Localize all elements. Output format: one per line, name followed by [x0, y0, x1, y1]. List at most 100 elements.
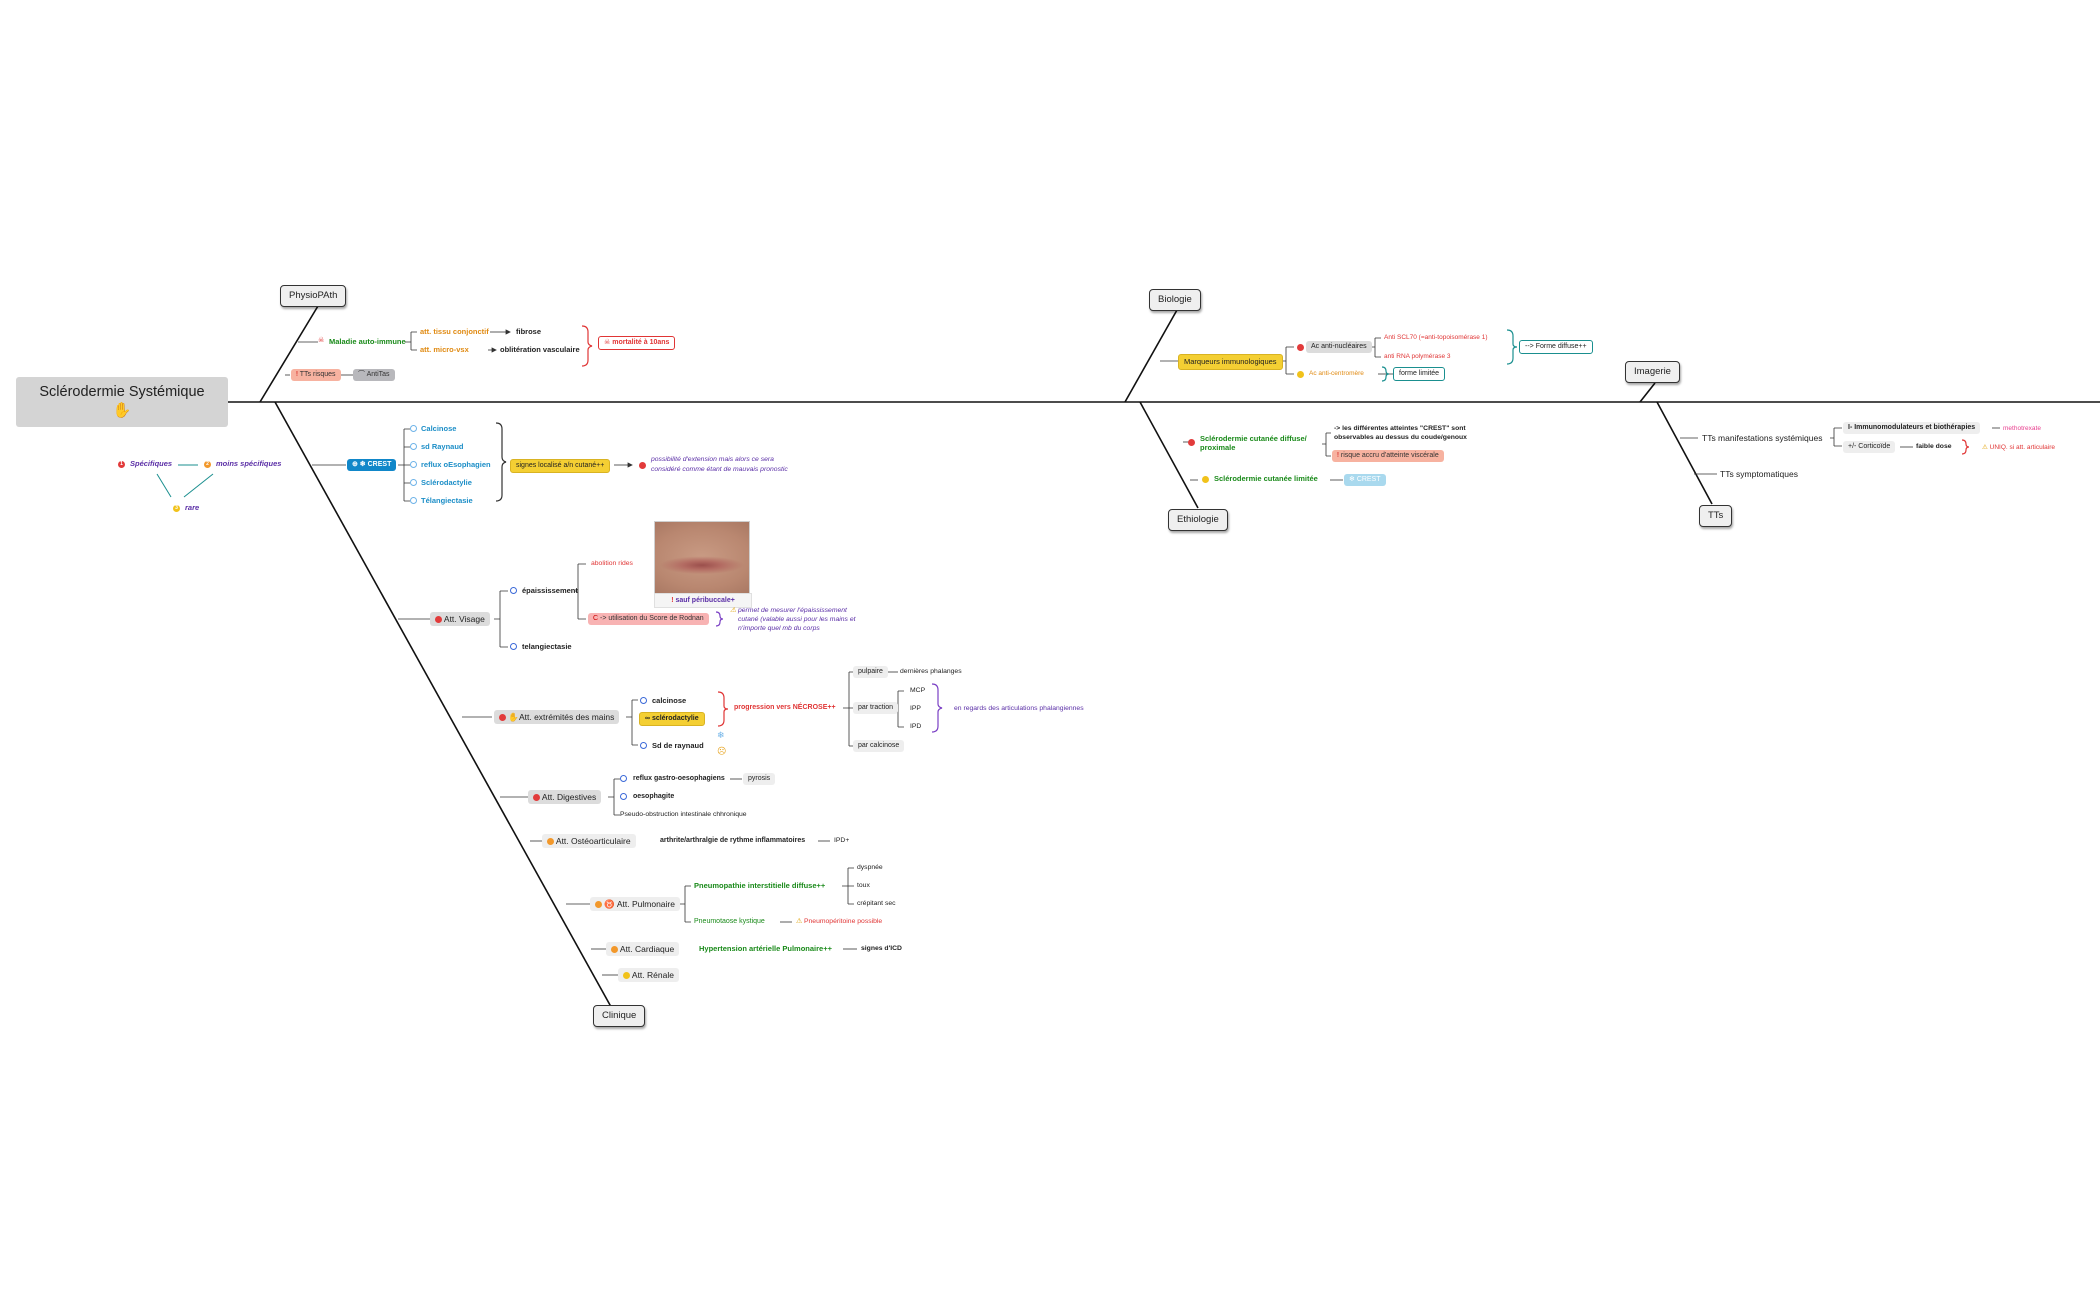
crest-item-raynaud[interactable]: sd Raynaud	[421, 442, 464, 451]
sclerodermie-limitee[interactable]: Sclérodermie cutanée limitée	[1214, 474, 1318, 483]
possibilite-extension-1[interactable]: possibilité d'extension mais alors ce se…	[651, 456, 774, 463]
pulpaire[interactable]: pulpaire	[853, 666, 888, 678]
marker-circle	[410, 425, 417, 432]
reflux-gastro[interactable]: reflux gastro-oesophagiens	[633, 775, 725, 782]
signes-localises[interactable]: signes localisé a/n cutané++	[510, 459, 611, 473]
att-osteoarticulaire[interactable]: Att. Ostéoarticulaire	[542, 834, 636, 848]
marker-red	[499, 714, 506, 721]
att-pulmonaire[interactable]: ♉ Att. Pulmonaire	[590, 897, 680, 911]
par-traction[interactable]: par traction	[853, 702, 899, 714]
signes-icd[interactable]: signes d'ICD	[861, 945, 902, 952]
forme-diffuse-box[interactable]: --> Forme diffuse++	[1519, 340, 1593, 354]
crepitant-sec[interactable]: crépitant sec	[857, 900, 896, 907]
anti-rna-polymerase[interactable]: anti RNA polymérase 3	[1384, 353, 1451, 360]
anti-scl70[interactable]: Anti SCL70 (=anti-topoisomérase 1)	[1384, 334, 1488, 341]
marker-red	[639, 462, 646, 469]
photo-caption: ! sauf péribuccale+	[654, 593, 752, 608]
pneumopathie-interstitielle[interactable]: Pneumopathie interstitielle diffuse++	[694, 881, 826, 890]
risque-accru-pill[interactable]: ! risque accru d'atteinte viscérale	[1332, 450, 1444, 462]
arthrite-arthralgie[interactable]: arthrite/arthralgie de rythme inflammato…	[660, 837, 806, 844]
tts-risques-text: TTs risques	[299, 371, 336, 378]
ac-anti-centromere[interactable]: Ac anti-centromère	[1309, 370, 1364, 377]
fibrose[interactable]: fibrose	[516, 327, 542, 336]
sd-raynaud[interactable]: Sd de raynaud	[652, 741, 704, 750]
calcinose[interactable]: calcinose	[652, 696, 687, 705]
att-pulmonaire-label: Att. Pulmonaire	[616, 899, 675, 909]
face-photo	[654, 521, 750, 595]
uniq-att-articulaire[interactable]: ⚠ UNIQ. si att. articulaire	[1982, 444, 2055, 451]
att-tissu-conjonctif[interactable]: att. tissu conjonctif	[420, 327, 489, 336]
crest-item-sclerodactylie[interactable]: Sclérodactylie	[421, 478, 472, 487]
att-cardiaque[interactable]: Att. Cardiaque	[606, 942, 680, 956]
dernieres-phalanges[interactable]: dernières phalanges	[900, 668, 962, 675]
category-clinique[interactable]: Clinique	[593, 1005, 646, 1027]
category-biologie[interactable]: Biologie	[1149, 289, 1201, 311]
hypertension-arterielle[interactable]: Hypertension artérielle Pulmonaire++	[699, 944, 832, 953]
marker-orange	[595, 901, 602, 908]
exclamation-icon: !	[296, 371, 300, 378]
crest-pill-text: CREST	[1356, 476, 1381, 483]
immunomodulateurs[interactable]: I- Immunomodulateurs et biothérapies	[1843, 422, 1981, 434]
score-rodnan[interactable]: C -> utilisation du Score de Rodnan	[588, 613, 709, 625]
antitas-pill[interactable]: ⌒ AntiTas	[353, 369, 395, 381]
tts-symptomatiques[interactable]: TTs symptomatiques	[1720, 469, 1798, 479]
mcp[interactable]: MCP	[910, 687, 926, 694]
att-visage-label: Att. Visage	[443, 614, 485, 624]
sclerodactylie[interactable]: ∞ sclérodactylie	[639, 712, 705, 726]
pneumotaose-kystique[interactable]: Pneumotaose kystique	[694, 918, 765, 925]
snowflake-icon: ❄	[717, 730, 725, 740]
pyrosis[interactable]: pyrosis	[743, 773, 776, 785]
att-renale[interactable]: Att. Rénale	[618, 968, 679, 982]
branch-biologie	[1124, 309, 1178, 403]
mortalite-box[interactable]: ☠ mortalité à 10ans	[598, 336, 676, 350]
epaississement[interactable]: épaississement	[522, 586, 578, 595]
maladie-auto-immune[interactable]: Maladie auto-immune	[329, 337, 406, 346]
ipp[interactable]: IPP	[910, 705, 921, 712]
pneumoperitoine[interactable]: ⚠ Pneumopéritoine possible	[796, 918, 882, 926]
abolition-rides[interactable]: abolition rides	[591, 560, 633, 567]
tts-systemiques[interactable]: TTs manifestations systémiques	[1702, 433, 1823, 443]
snowflake-icon: ❄	[1349, 476, 1357, 483]
category-tts[interactable]: TTs	[1699, 505, 1733, 527]
marker-circle	[510, 643, 517, 650]
att-digestives[interactable]: Att. Digestives	[528, 790, 602, 804]
methotrexate[interactable]: methotrexate	[2003, 425, 2041, 432]
crest-item-reflux[interactable]: reflux oEsophagien	[421, 460, 491, 469]
infinity-icon: ∞	[645, 715, 652, 722]
telangiectasie[interactable]: telangiectasie	[522, 642, 572, 651]
att-extremites-mains[interactable]: ✋Att. extrémités des mains	[494, 710, 620, 724]
obliteration-vasculaire[interactable]: oblitération vasculaire	[500, 345, 580, 354]
hand-icon: ✋	[508, 712, 519, 722]
oesophagite[interactable]: oesophagite	[633, 793, 675, 800]
att-visage[interactable]: Att. Visage	[430, 612, 490, 626]
headphones-icon: ⌒	[358, 371, 367, 378]
crest-pill[interactable]: ⊕ ❄ CREST	[347, 459, 397, 471]
en-regards-articulations[interactable]: en regards des articulations phalangienn…	[954, 705, 1084, 712]
corticoide[interactable]: +/- Corticoïde	[1843, 441, 1896, 453]
att-micro-vsx[interactable]: att. micro-vsx	[420, 345, 469, 354]
crest-item-calcinose[interactable]: Calcinose	[421, 424, 457, 433]
category-physiopath[interactable]: PhysioPAth	[280, 285, 347, 307]
crest-text-line1[interactable]: -> les différentes atteintes "CREST" son…	[1334, 425, 1466, 432]
att-renale-label: Att. Rénale	[631, 970, 674, 980]
pseudo-obstruction[interactable]: Pseudo-obstruction intestinale chhroniqu…	[620, 811, 747, 818]
progression-necrose[interactable]: progression vers NÉCROSE++	[734, 704, 836, 711]
toux[interactable]: toux	[857, 882, 870, 889]
root-node[interactable]: Sclérodermie Systémique ✋	[16, 377, 228, 427]
category-ethiologie[interactable]: Ethiologie	[1168, 509, 1228, 531]
ac-anti-nucleaires[interactable]: Ac anti-nucléaires	[1306, 341, 1372, 353]
par-calcinose[interactable]: par calcinose	[853, 740, 905, 752]
crest-text-line2: observables au dessus du coude/genoux	[1334, 434, 1467, 441]
crest-pill-ethio[interactable]: ❄ CREST	[1344, 474, 1386, 486]
category-imagerie[interactable]: Imagerie	[1625, 361, 1680, 383]
dyspnee[interactable]: dyspnée	[857, 864, 883, 871]
sclerodermie-diffuse[interactable]: Sclérodermie cutanée diffuse/ proximale	[1200, 434, 1307, 452]
marqueurs-immunologiques[interactable]: Marqueurs immunologiques	[1178, 354, 1283, 370]
ipd-plus[interactable]: IPD+	[834, 837, 850, 844]
crest-item-telangiectasie[interactable]: Télangiectasie	[421, 496, 473, 505]
ipd[interactable]: IPD	[910, 723, 922, 730]
faible-dose[interactable]: faible dose	[1916, 443, 1952, 450]
tts-risques-pill[interactable]: ! TTs risques	[291, 369, 341, 381]
forme-limitee-box[interactable]: forme limitée	[1393, 367, 1446, 381]
permet-mesurer-1[interactable]: ⚠ permet de mesurer l'épaississement	[730, 607, 847, 615]
